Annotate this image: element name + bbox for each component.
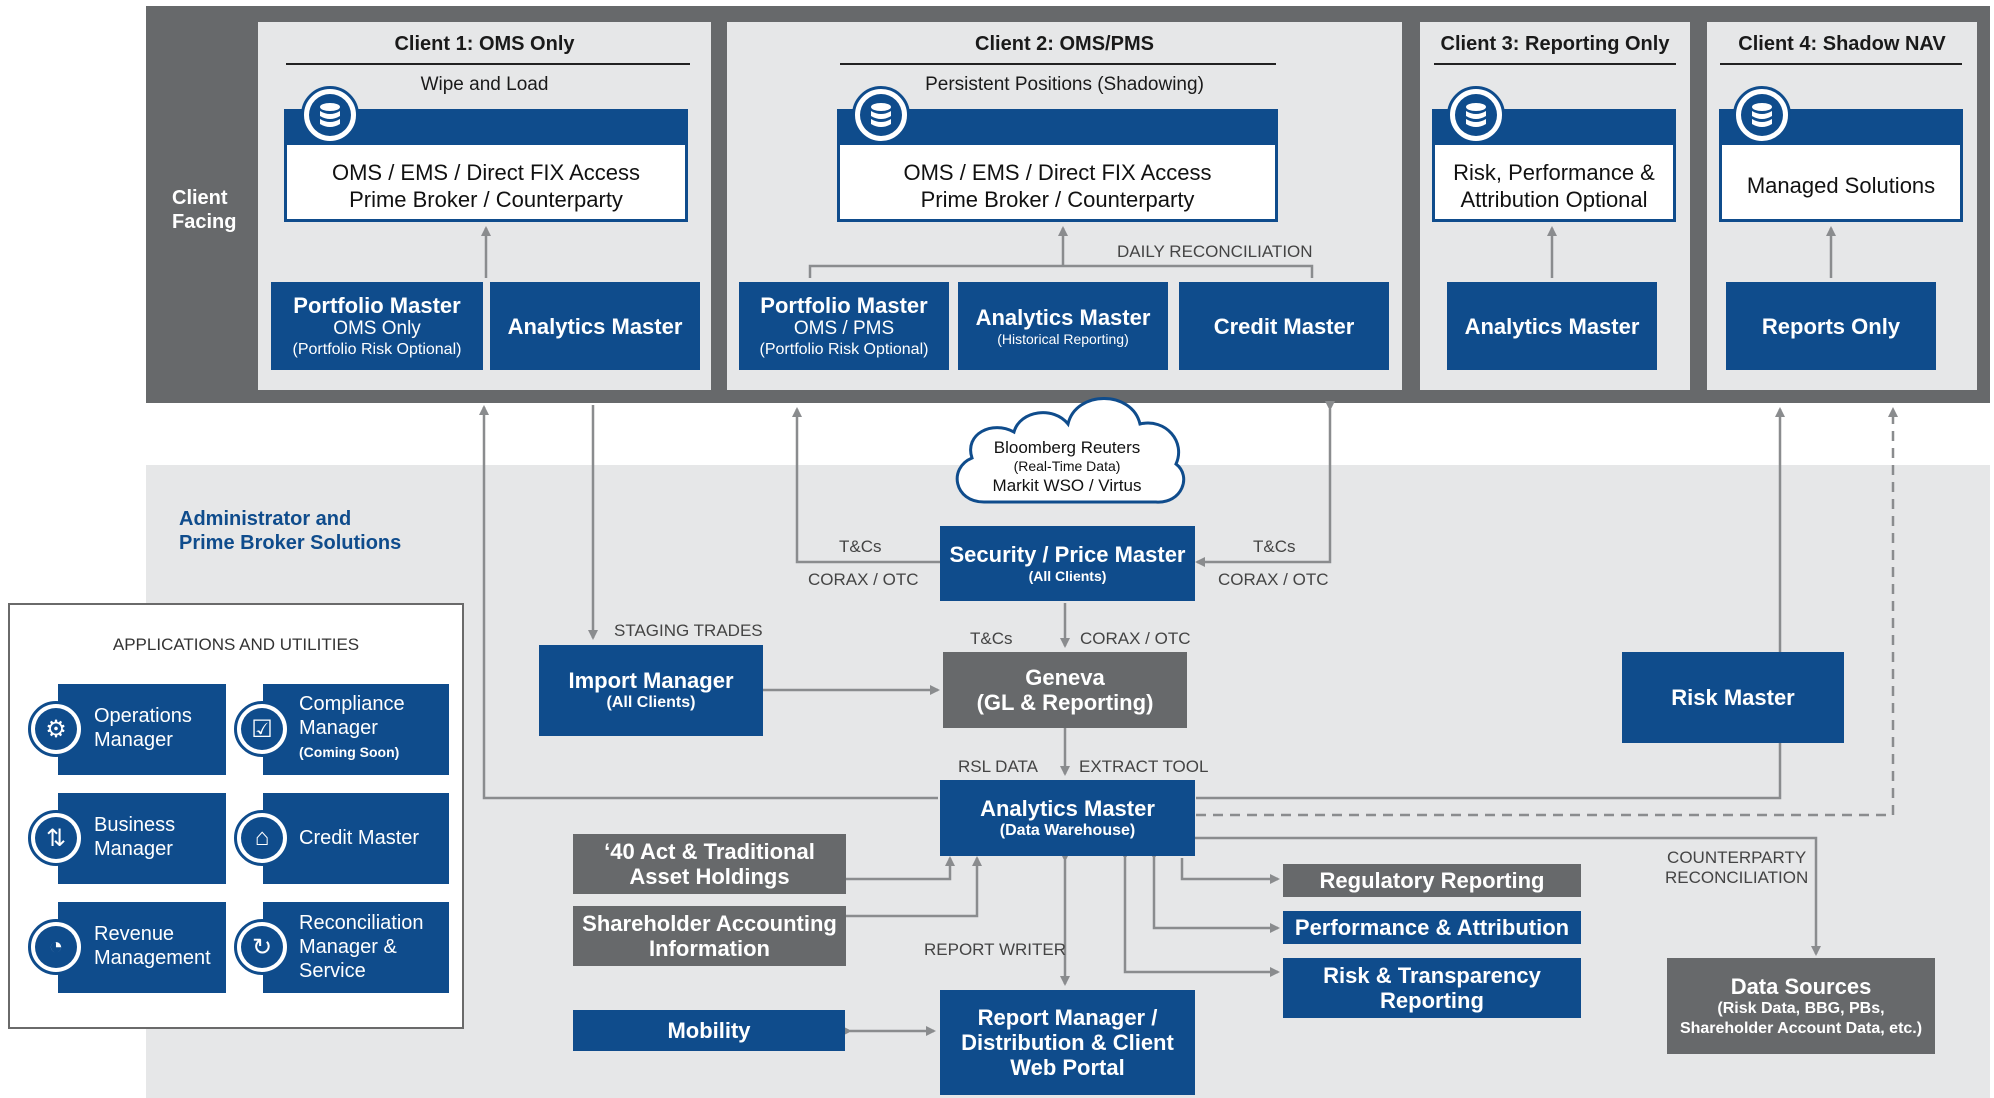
sliders-icon: ⇅ [28,810,84,866]
reconcile-icon: ↻ [234,919,290,975]
database-icon [852,86,910,144]
client-3-title: Client 3: Reporting Only [1440,33,1670,55]
data-cloud-icon [955,397,1186,504]
report-writer-label: REPORT WRITER [924,940,1066,959]
client-1-portfolio-master: Portfolio Master OMS Only (Portfolio Ris… [271,282,483,370]
tcs-right-label: T&Cs [1253,537,1296,556]
geneva: Geneva (GL & Reporting) [943,652,1187,728]
divider [840,63,1276,65]
database-icon [301,86,359,144]
corax-left-label: CORAX / OTC [808,570,919,589]
divider [286,63,690,65]
risk-transparency-reporting: Risk & Transparency Reporting [1283,958,1581,1018]
database-icon [1447,86,1505,144]
client-2-portfolio-master: Portfolio Master OMS / PMS (Portfolio Ri… [739,282,949,370]
clock-dollar-icon: ◔ [28,919,84,975]
client-2-title: Client 2: OMS/PMS [975,33,1154,55]
import-manager: Import Manager (All Clients) [539,645,763,736]
report-manager-web-portal: Report Manager / Distribution & Client W… [940,990,1195,1095]
tcs-left-label: T&Cs [839,537,882,556]
performance-attribution: Performance & Attribution [1283,911,1581,944]
client-1-subtitle: Wipe and Load [420,74,549,95]
client-2-credit-master: Credit Master [1179,282,1389,370]
act-traditional-holdings: ‘40 Act & Traditional Asset Holdings [573,834,846,894]
credit-master-tile[interactable]: Credit Master [263,793,449,884]
database-icon [1733,86,1791,144]
corax-mid-label: CORAX / OTC [1080,629,1191,648]
gear-icon: ⚙ [28,701,84,757]
rsl-data-label: RSL DATA [958,757,1038,776]
analytics-master-data-warehouse: Analytics Master (Data Warehouse) [940,780,1195,856]
client-1-title: Client 1: OMS Only [394,33,575,55]
bank-icon: ⌂ [234,810,290,866]
risk-master: Risk Master [1622,652,1844,743]
divider [1720,63,1962,65]
apps-title: APPLICATIONS AND UTILITIES [112,635,360,654]
daily-reconciliation-label: DAILY RECONCILIATION [1117,242,1313,261]
tcs-mid-label: T&Cs [970,629,1013,648]
extract-tool-label: EXTRACT TOOL [1079,757,1209,776]
security-price-master: Security / Price Master (All Clients) [940,526,1195,601]
mobility: Mobility [573,1010,845,1051]
shareholder-accounting: Shareholder Accounting Information [573,906,846,966]
regulatory-reporting: Regulatory Reporting [1283,864,1581,897]
data-sources: Data Sources (Risk Data, BBG, PBs, Share… [1667,958,1935,1054]
client-4-reports-only: Reports Only [1726,282,1936,370]
client-2-analytics-master: Analytics Master (Historical Reporting) [958,282,1168,370]
checkbox-icon: ☑ [234,701,290,757]
corax-right-label: CORAX / OTC [1218,570,1329,589]
client-3-analytics-master: Analytics Master [1447,282,1657,370]
divider [1434,63,1676,65]
client-4-title: Client 4: Shadow NAV [1738,33,1946,55]
client-1-analytics-master: Analytics Master [490,282,700,370]
client-2-subtitle: Persistent Positions (Shadowing) [925,74,1204,95]
cloud-text: Bloomberg Reuters (Real-Time Data) Marki… [992,438,1142,495]
staging-trades-label: STAGING TRADES [614,621,763,640]
